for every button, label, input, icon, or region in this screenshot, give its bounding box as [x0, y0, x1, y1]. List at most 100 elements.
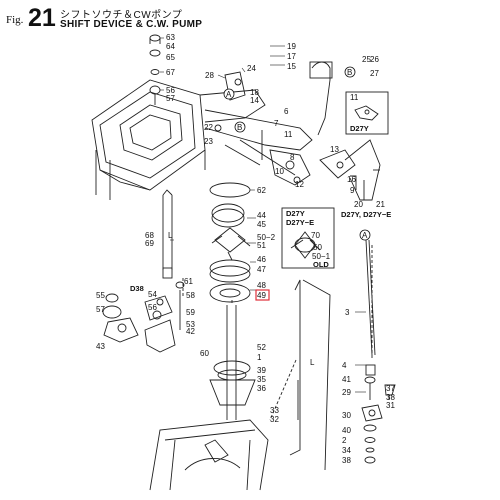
- callout-52: 52: [257, 343, 266, 352]
- callout-24: 24: [247, 64, 256, 73]
- callout-12: 12: [295, 180, 304, 189]
- callout-46: 46: [257, 255, 266, 264]
- callout-27: 27: [370, 69, 379, 78]
- drive-shaft-housing-drawing: [149, 305, 269, 491]
- callout-43: 43: [96, 342, 105, 351]
- callout-25: 25: [362, 55, 371, 64]
- cable-bracket-drawing: [309, 61, 381, 201]
- callout-45: 45: [257, 220, 266, 229]
- callout-13: 13: [330, 145, 339, 154]
- callout-35: 35: [257, 375, 266, 384]
- figure-number: 21: [28, 4, 56, 32]
- callout-30: 30: [342, 411, 351, 420]
- callout-38-upper: 38: [386, 393, 395, 402]
- callout-50-1: 50−1: [312, 252, 331, 261]
- model-label-d27ye-box: D27Y−E: [286, 218, 314, 227]
- callout-2: 2: [342, 436, 347, 445]
- callout-53: 53: [186, 320, 195, 329]
- circle-marker-a-right: A: [359, 229, 371, 241]
- callout-51: 51: [257, 241, 266, 250]
- callout-59: 59: [186, 308, 195, 317]
- old-label: OLD: [313, 260, 329, 269]
- callout-61: 61: [184, 277, 193, 286]
- svg-text:A: A: [226, 90, 232, 99]
- model-label-d27y: D27Y: [350, 124, 369, 133]
- callout-3: 3: [345, 308, 350, 317]
- circle-marker-a-left: A: [223, 88, 235, 100]
- svg-text:A: A: [362, 231, 368, 240]
- lower-cowl-drawing: [91, 79, 206, 200]
- callout-67: 67: [166, 68, 175, 77]
- callout-16: 16: [347, 175, 356, 184]
- callout-50: 50: [313, 243, 322, 252]
- callout-1: 1: [257, 353, 262, 362]
- callout-44: 44: [257, 211, 266, 220]
- callout-17: 17: [287, 52, 296, 61]
- shift-rod-drawing: [162, 189, 173, 279]
- d27ye-inset-frame: [281, 207, 335, 269]
- callout-57: 57: [166, 94, 175, 103]
- circle-marker-b2: B: [234, 121, 246, 133]
- callout-69: 69: [145, 239, 154, 248]
- callout-33: 33: [270, 406, 279, 415]
- model-label-d27y-d27ye: D27Y, D27Y−E: [341, 210, 391, 219]
- shift-rod-long-drawing: [365, 239, 376, 356]
- callout-49: 49: [257, 291, 266, 300]
- circle-marker-b: B: [344, 66, 356, 78]
- shift-linkage-drawing: [199, 71, 356, 186]
- svg-text:B: B: [237, 123, 242, 132]
- callout-65: 65: [166, 53, 175, 62]
- d27y-inset-frame: [345, 91, 389, 135]
- callout-38-lower: 38: [342, 456, 351, 465]
- callout-23: 23: [204, 137, 213, 146]
- callout-29: 29: [342, 388, 351, 397]
- callout-42: 42: [186, 327, 195, 336]
- rod-label-L2: L: [310, 358, 315, 367]
- callout-54: 54: [148, 290, 157, 299]
- highlight-box-49: [255, 289, 270, 301]
- model-label-d38: D38: [130, 284, 144, 293]
- callout-26: 26: [370, 55, 379, 64]
- callout-19: 19: [287, 42, 296, 51]
- shaft-label-L: L: [168, 231, 173, 240]
- callout-28: 28: [205, 71, 214, 80]
- lower-shift-parts-drawing: [102, 281, 185, 353]
- callout-leader-lines: [160, 37, 366, 393]
- svg-text:B: B: [347, 68, 352, 77]
- callout-7: 7: [274, 119, 279, 128]
- callout-31: 31: [386, 401, 395, 410]
- figure-header: Fig. 21 シフトソウチ＆CWポンプ SHIFT DEVICE & C.W.…: [6, 4, 494, 34]
- callout-63: 63: [166, 33, 175, 42]
- figure-title-jp: シフトソウチ＆CWポンプ: [60, 10, 183, 21]
- callout-34: 34: [342, 446, 351, 455]
- callout-15: 15: [287, 62, 296, 71]
- callout-32: 32: [270, 415, 279, 424]
- callout-22: 22: [204, 123, 213, 132]
- callout-56-lower: 56: [148, 303, 157, 312]
- callout-70: 70: [311, 231, 320, 240]
- callout-9: 9: [350, 186, 355, 195]
- callout-36: 36: [257, 384, 266, 393]
- callout-20: 20: [354, 200, 363, 209]
- callout-64: 64: [166, 42, 175, 51]
- callout-55: 55: [96, 291, 105, 300]
- callout-14: 14: [250, 96, 259, 105]
- callout-41: 41: [342, 375, 351, 384]
- right-lower-parts-drawing: [361, 364, 396, 464]
- callout-11-inset: 11: [350, 93, 359, 102]
- callout-8: 8: [290, 153, 295, 162]
- lower-bracket-drawing: [289, 279, 331, 471]
- callout-50-2: 50−2: [257, 233, 276, 242]
- callout-68: 68: [145, 231, 154, 240]
- callout-10: 10: [275, 167, 284, 176]
- callout-6: 6: [284, 107, 289, 116]
- callout-18: 18: [250, 88, 259, 97]
- model-label-d27y-box: D27Y: [286, 209, 305, 218]
- callout-37: 37: [386, 384, 395, 393]
- callout-11: 11: [284, 130, 293, 139]
- callout-60: 60: [200, 349, 209, 358]
- figure-title-en: SHIFT DEVICE & C.W. PUMP: [60, 19, 203, 30]
- callout-58: 58: [186, 291, 195, 300]
- callout-21: 21: [376, 200, 385, 209]
